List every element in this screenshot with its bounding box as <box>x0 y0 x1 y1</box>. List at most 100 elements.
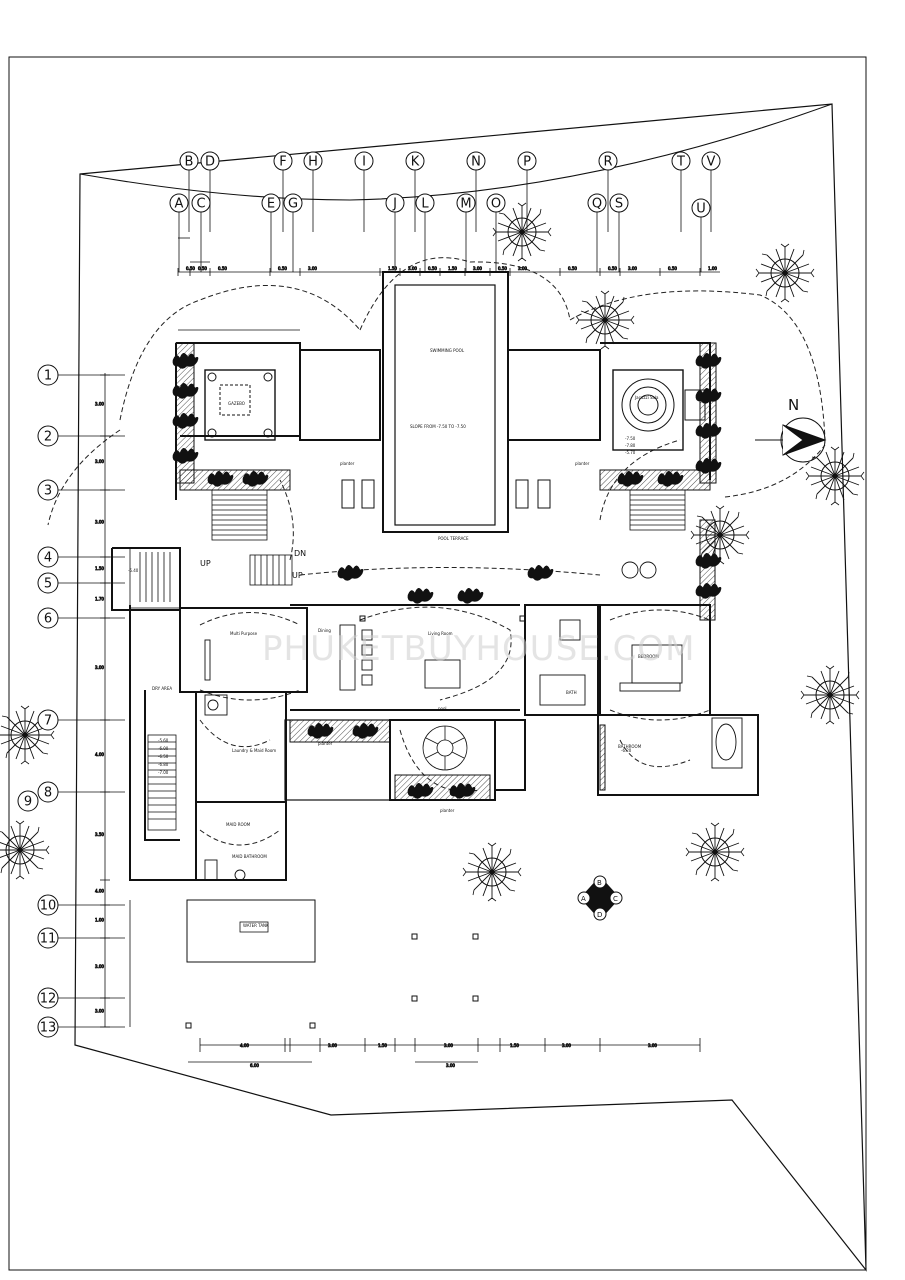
grid-bubble-n: N <box>466 151 486 171</box>
grid-bubble-q-label: Q <box>592 197 602 212</box>
site-boundary-curve <box>79 103 833 201</box>
dim-top-value: 3.00 <box>628 266 637 271</box>
dim-bottom-value: 1.50 <box>510 1043 519 1048</box>
dim-left-value: 3.00 <box>95 964 104 969</box>
grid-bubble-r-label: R <box>603 155 612 170</box>
grid-bubble-row-12: 12 <box>37 987 59 1009</box>
dim-bottom-value: 3.00 <box>328 1043 337 1048</box>
grid-bubble-row-8: 8 <box>37 781 59 803</box>
dim-left-value: 3.00 <box>95 1009 104 1014</box>
grid-bubble-row-4: 4 <box>37 546 59 568</box>
grid-bubble-h-label: H <box>308 155 318 170</box>
dim-top-value: 3.00 <box>408 266 417 271</box>
dim-bottom-value: 3.00 <box>648 1043 657 1048</box>
water-tank-area <box>186 899 316 963</box>
grid-bubble-k: K <box>405 151 425 171</box>
compass-a: A <box>581 895 586 903</box>
dim-top-value: 0.50 <box>568 266 577 271</box>
column-markers <box>185 615 526 1029</box>
grid-bubble-k-label: K <box>411 155 420 170</box>
grid-bubble-u: U <box>691 198 711 218</box>
gazebo <box>204 369 276 441</box>
dim-top-value: 1.50 <box>448 266 457 271</box>
site-boundary <box>74 103 867 1272</box>
compass-c: C <box>613 895 618 903</box>
grid-bubble-row-7: 7 <box>37 709 59 731</box>
grid-bubble-t-label: T <box>676 155 685 170</box>
grid-bubble-f: F <box>273 151 293 171</box>
grid-bubble-g-label: G <box>288 197 298 212</box>
level-notes: -5.60-6.00-6.50-6.80-7.00-7.50-7.80-5.70… <box>128 436 636 775</box>
grid-bubble-c-label: C <box>196 197 205 212</box>
grid-bubble-l-label: L <box>421 197 429 212</box>
grid-bubble-b: B <box>179 151 199 171</box>
sheet-border <box>8 56 867 1271</box>
grid-bubble-h: H <box>303 151 323 171</box>
grid-bubble-j: J <box>385 193 405 213</box>
dim-top-value: 0.50 <box>186 266 195 271</box>
grid-bubble-row-11-label: 11 <box>40 932 57 947</box>
label-planter-2: planter <box>575 461 590 466</box>
level-note: -7.50 <box>625 436 636 441</box>
dim-top-value: 0.50 <box>668 266 677 271</box>
grid-bubble-row-10: 10 <box>37 894 59 916</box>
label-living: Living Room <box>428 631 453 636</box>
dim-left-value: 4.00 <box>95 889 104 894</box>
grid-bubble-row-2-label: 2 <box>44 430 52 445</box>
dim-top-value: 3.00 <box>473 266 482 271</box>
dim-top-value: 0.50 <box>198 266 207 271</box>
dim-bottom-value: 4.00 <box>240 1043 249 1048</box>
label-jacuzzi: Jacuzzi Sala <box>634 395 659 400</box>
watermark: PHUKETBUYHOUSE.COM <box>262 629 695 669</box>
dim-left-value: 3.00 <box>95 520 104 525</box>
grid-bubble-n-label: N <box>471 155 481 170</box>
dim-left-value: 3.50 <box>95 832 104 837</box>
grid-bubble-i-label: I <box>362 155 366 170</box>
grid-bubble-p: P <box>517 151 537 171</box>
label-pool-terrace: POOL TERRACE <box>438 536 469 541</box>
dim-top-value: 1.00 <box>708 266 717 271</box>
dim-top-value: 0.50 <box>278 266 287 271</box>
grid-bubble-row-9-label: 9 <box>24 795 32 810</box>
grid-bubble-row-8-label: 8 <box>44 786 52 801</box>
dim-top-value: 3.00 <box>308 266 317 271</box>
label-planter-4: planter <box>440 808 455 813</box>
dim-bottom-value: 6.00 <box>250 1063 259 1068</box>
dim-left-value: 3.00 <box>95 665 104 670</box>
label-pool-small: pool <box>438 706 447 711</box>
grid-bubble-c: C <box>191 193 211 213</box>
label-pool: SWIMMING POOL <box>430 348 465 353</box>
grid-bubble-j-label: J <box>392 197 397 212</box>
grid-bubble-a: A <box>169 193 189 213</box>
grid-bubble-g: G <box>283 193 303 213</box>
label-dry-area: DRY AREA <box>152 686 172 691</box>
compass-b: B <box>597 879 602 887</box>
label-dining: Dining <box>318 628 331 633</box>
north-arrow: N <box>755 396 827 463</box>
grid-bubble-o-label: O <box>491 197 501 212</box>
level-note: -6.00 <box>158 746 169 751</box>
grid-bubble-b-label: B <box>185 155 194 170</box>
dim-top-value: 0.50 <box>218 266 227 271</box>
grid-bubble-i: I <box>354 151 374 171</box>
dim-top-value: 3.00 <box>518 266 527 271</box>
label-multi-purpose: Multi Purpose <box>230 631 258 636</box>
grid-bubble-s: S <box>609 193 629 213</box>
grid-bubble-s-label: S <box>615 197 623 212</box>
level-note: -5.70 <box>625 450 636 455</box>
label-up-2: UP <box>292 571 303 580</box>
planters <box>175 342 717 801</box>
label-dn: DN <box>294 549 306 558</box>
label-maid-room: MAID ROOM <box>226 822 251 827</box>
grid-bubble-row-10-label: 10 <box>40 899 57 914</box>
dim-left-value: 3.00 <box>95 402 104 407</box>
label-slope: SLOPE FROM -7.50 TO -7.50 <box>410 424 466 429</box>
label-laundry: Laundry & Maid Room <box>232 748 276 753</box>
dim-left-value: 3.00 <box>95 459 104 464</box>
label-planter-1: planter <box>340 461 355 466</box>
dim-bottom-value: 1.50 <box>378 1043 387 1048</box>
grid-bubble-e-label: E <box>267 197 275 212</box>
